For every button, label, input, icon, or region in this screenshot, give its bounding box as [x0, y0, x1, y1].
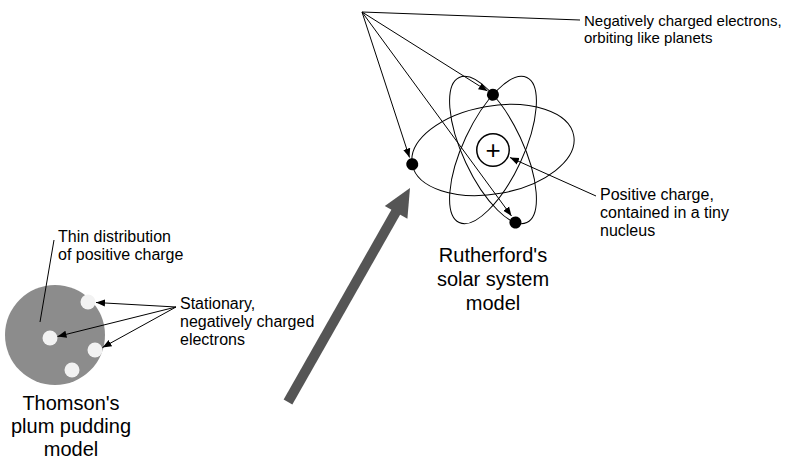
leader-arrow: [362, 12, 410, 158]
circle-outline-shape: [477, 134, 510, 167]
model-caption: Thomson's plum pudding model: [5, 392, 137, 461]
leader-arrow: [96, 303, 176, 308]
stationary-electron: [81, 295, 96, 310]
nucleus-circle: +: [476, 133, 510, 167]
annotation-label: Negatively charged electrons, orbiting l…: [584, 12, 783, 46]
leader-arrow: [362, 12, 488, 91]
annotation-label: Positive charge, contained in a tiny nuc…: [600, 186, 735, 240]
transition-arrow-shaft: [288, 210, 397, 402]
stationary-electron: [88, 343, 103, 358]
leader-line: [362, 12, 580, 20]
leader-arrow: [510, 158, 596, 197]
leader-arrow: [58, 307, 177, 337]
electron-orbit: [432, 65, 554, 235]
stationary-electron: [43, 331, 58, 346]
positive-charge-sphere: [5, 285, 105, 385]
stationary-electron: [65, 363, 80, 378]
transition-arrow-head: [385, 188, 410, 219]
leader-arrow: [362, 12, 512, 216]
orbiting-electron: [507, 215, 523, 231]
annotation-label: Stationary, negatively charged electrons: [180, 295, 320, 349]
leader-line: [40, 240, 54, 322]
charge-symbol: +: [476, 133, 510, 167]
orbiting-electron: [405, 157, 419, 171]
leader-arrow: [103, 307, 177, 348]
annotation-label: Thin distribution of positive charge: [58, 228, 187, 264]
electron-orbit: [432, 65, 554, 235]
model-caption: Rutherford's solar system model: [425, 243, 561, 315]
